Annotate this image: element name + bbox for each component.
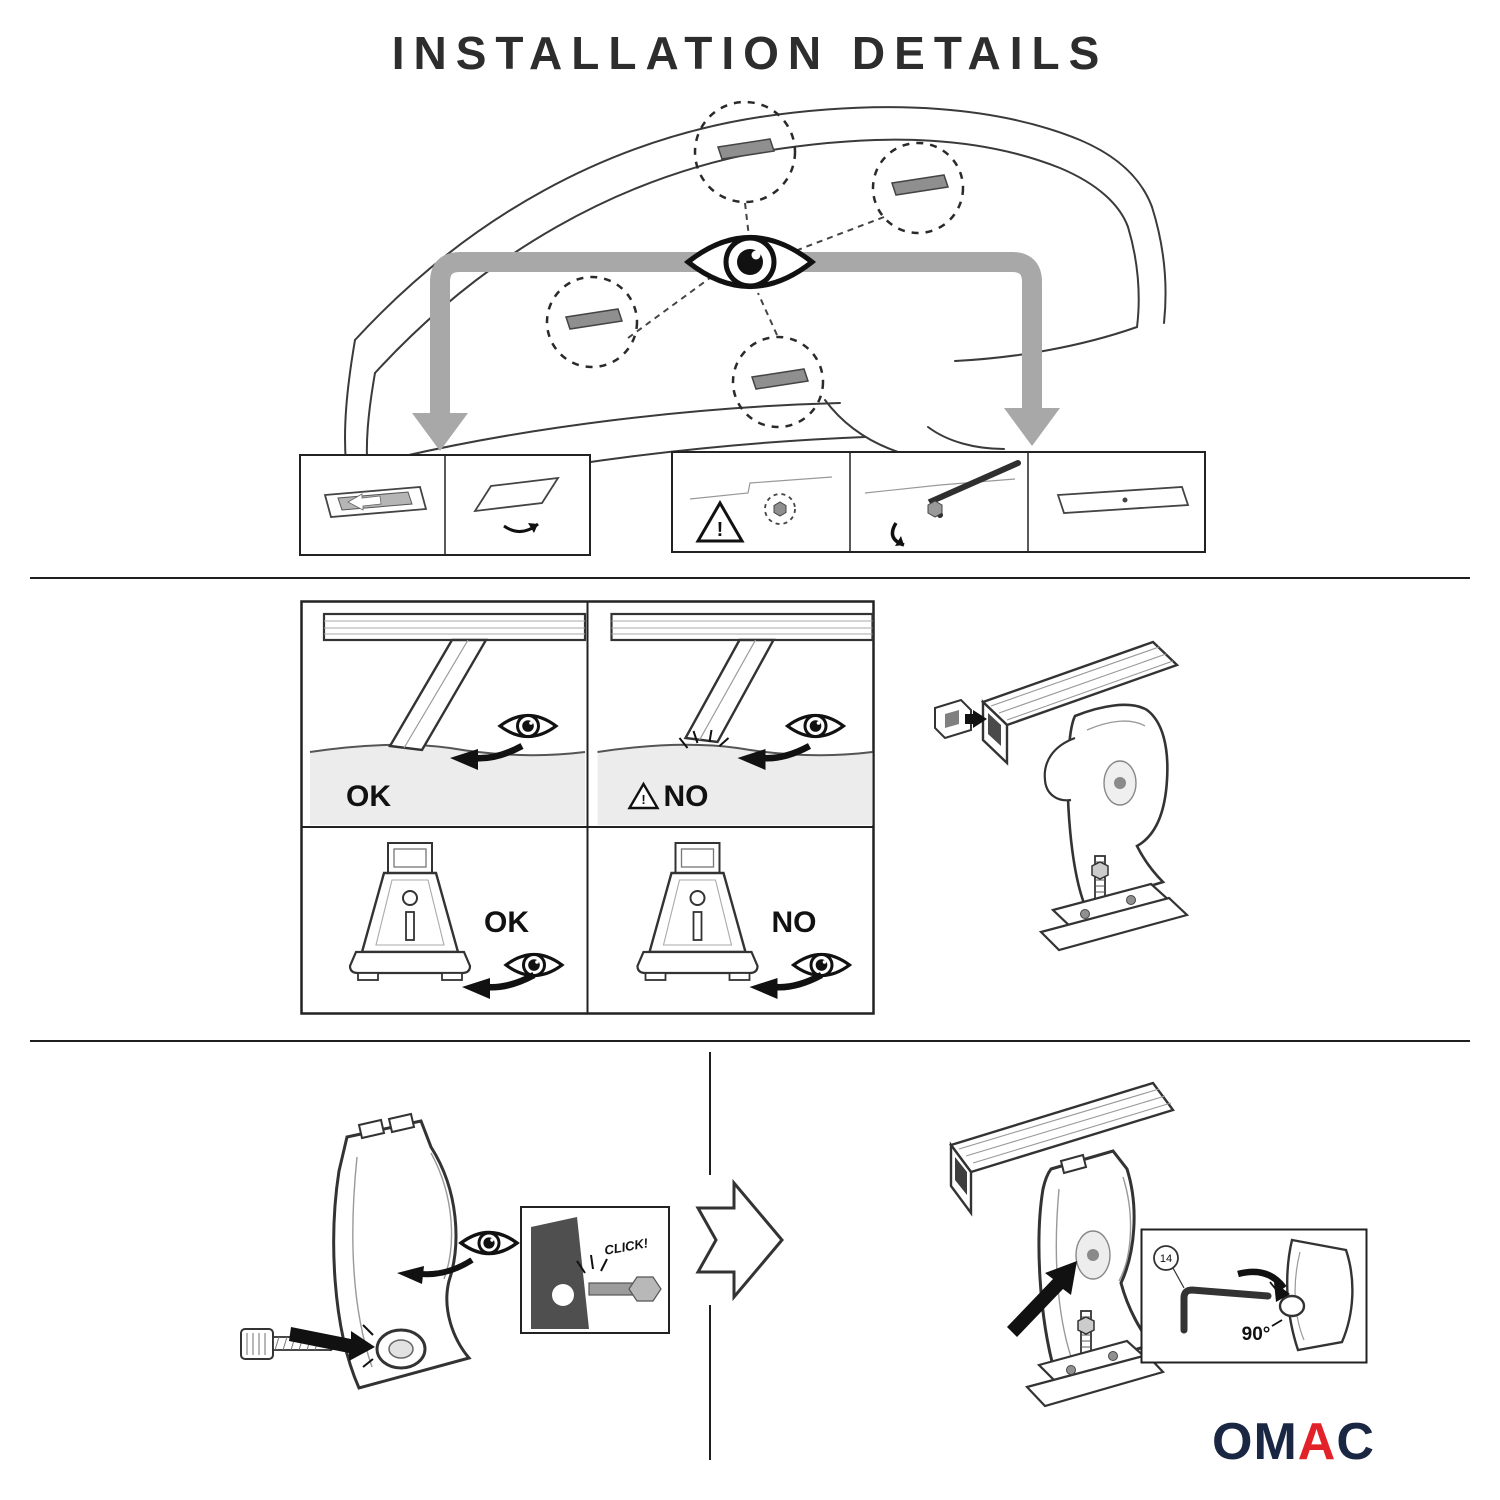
ok-no-comparison-grid: OK ! NO OK NO (300, 600, 875, 1015)
right-arrow-icon (695, 1178, 784, 1302)
foot-body (332, 1112, 472, 1390)
base-plates (1038, 882, 1190, 952)
look-arrow-icon (397, 1266, 424, 1284)
next-step-arrow (690, 1175, 790, 1305)
eye-icon (683, 235, 817, 289)
section-divider-2 (30, 1040, 1470, 1042)
logo-part-om: OM (1212, 1413, 1298, 1471)
car-outline (344, 106, 1167, 494)
part-number: 14 (1160, 1253, 1172, 1265)
part-number-badge (1153, 1245, 1179, 1271)
car-overview-illustration: ! (299, 100, 1206, 556)
hex-key-detail-box: 14 90° (1140, 1228, 1368, 1364)
mount-point-circle (545, 275, 639, 369)
mounting-foot (1007, 1149, 1154, 1375)
foot-silhouette (531, 1217, 589, 1329)
page-title: INSTALLATION DETAILS (391, 27, 1109, 79)
bracket-strap (683, 638, 776, 744)
brand-logo: OMAC (1212, 1412, 1375, 1472)
no-label: NO (772, 906, 817, 939)
attach-arrow-icon (1007, 1261, 1077, 1337)
rotate-arrow-icon (1237, 1268, 1287, 1291)
lift-arrow-icon (528, 523, 538, 533)
bracket-strap (388, 638, 489, 752)
ok-label: OK (484, 906, 529, 939)
lift-cover-panel (473, 476, 560, 533)
quadrant-bracket-ok: OK (309, 612, 587, 826)
closed-cover-panel (1056, 486, 1190, 514)
warning-icon (627, 781, 660, 810)
clamp-foot (1043, 703, 1169, 908)
logo-part-c: C (1336, 1413, 1375, 1471)
quadrant-bracket-no: ! NO (596, 612, 874, 826)
down-arrow-right (1004, 408, 1060, 446)
turn-arrow-icon (895, 536, 904, 546)
clamp-plug-illustration (934, 640, 1190, 952)
spark-marks (576, 1254, 608, 1274)
mount-point-slots (565, 138, 949, 390)
insert-arrow-icon (965, 710, 987, 728)
screw-head-icon (628, 1276, 662, 1302)
foot-screw-illustration: CLICK! (240, 1112, 670, 1390)
logo-part-a: A (1297, 1413, 1337, 1471)
angle-label: 90° (1242, 1324, 1271, 1345)
allen-key-panel (864, 460, 1021, 547)
ok-label: OK (346, 780, 391, 813)
base-plates (1024, 1339, 1166, 1408)
bolt-detail-box: ! (671, 451, 1206, 553)
down-arrow-left (412, 413, 468, 451)
slide-cover-panel (323, 486, 428, 518)
warning-icon (695, 500, 745, 543)
end-plug (934, 698, 987, 740)
foot-assembly-illustration (949, 1081, 1175, 1408)
mount-point-circle (693, 100, 797, 204)
bolt-warning-panel: ! (689, 476, 833, 543)
clamp-bolt (1077, 1310, 1095, 1358)
crossbar-perspective (949, 1081, 1175, 1217)
spark-marks (678, 729, 730, 749)
click-detail-box: CLICK! (520, 1206, 670, 1334)
eye-icon (397, 1230, 520, 1284)
bolt-icon (773, 501, 787, 517)
hex-key-icon (1180, 1286, 1272, 1334)
warning-mark: ! (717, 519, 724, 541)
warning-mark: ! (641, 792, 645, 807)
clamp-claw (1043, 736, 1076, 802)
sight-lines (627, 202, 885, 339)
mount-point-circle (871, 141, 965, 235)
mount-point-circle (731, 335, 825, 429)
quadrant-foot-ok: OK (348, 841, 564, 999)
insert-arrow-icon (289, 1327, 375, 1361)
mount-point-circles (545, 100, 965, 429)
section-divider-1 (30, 577, 1470, 579)
crossbar-perspective (980, 640, 1180, 766)
slide-arrow-icon (347, 493, 382, 511)
cover-detail-box (299, 454, 591, 556)
inspection-arrow-path (412, 252, 1060, 451)
no-label: NO (664, 780, 709, 813)
quadrant-foot-no: NO (636, 841, 852, 999)
lock-screw (240, 1327, 375, 1361)
